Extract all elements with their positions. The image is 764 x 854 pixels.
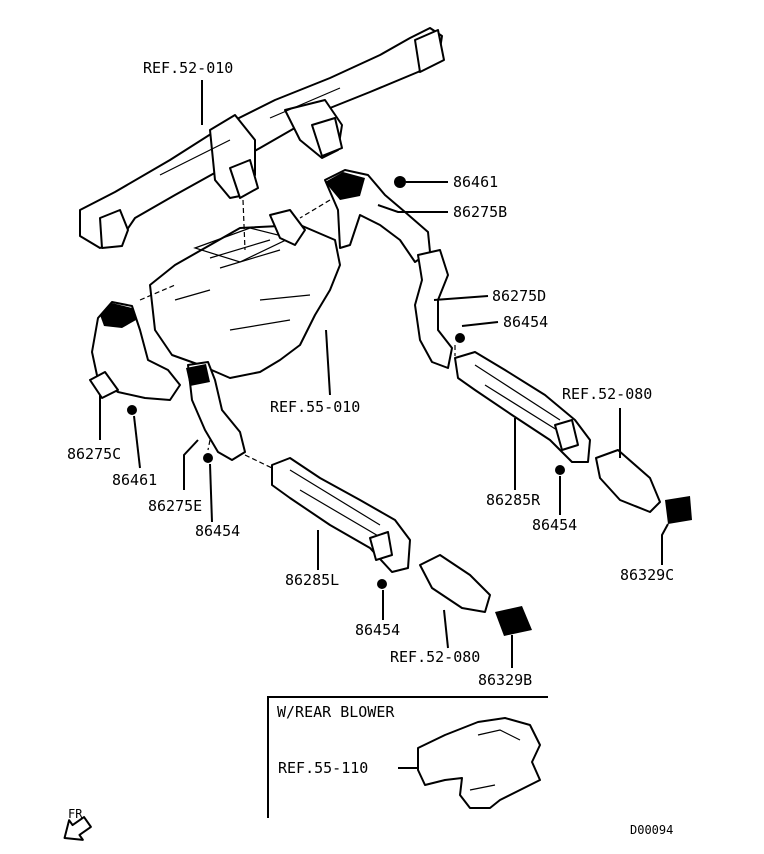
part-labels: REF.52-010 86461 86275B 86275D 86454 REF… <box>67 59 674 689</box>
screw-86461-top <box>394 176 406 188</box>
label-86454-right-upper: 86454 <box>503 313 548 331</box>
screw-86461-left <box>127 405 137 415</box>
label-86285R: 86285R <box>486 491 541 509</box>
connection-lines <box>139 199 456 469</box>
label-86461-top: 86461 <box>453 173 498 191</box>
main-dash-duct <box>79 27 445 249</box>
label-86285L: 86285L <box>285 571 339 589</box>
screw-86454-bottom <box>377 579 387 589</box>
label-86454-bottom: 86454 <box>355 621 400 639</box>
leader-lines <box>99 80 669 668</box>
duct-ref-52-080-right <box>595 449 661 513</box>
front-label: FR <box>68 807 83 821</box>
diagram-code: D00094 <box>630 823 673 837</box>
label-86329C: 86329C <box>620 566 674 584</box>
duct-86275C <box>89 301 181 401</box>
inset-title: W/REAR BLOWER <box>277 703 395 721</box>
screw-86454-left <box>203 453 213 463</box>
label-86461-left: 86461 <box>112 471 157 489</box>
label-ref-55-010: REF.55-010 <box>270 398 360 416</box>
label-86454-right-lower: 86454 <box>532 516 577 534</box>
label-86329B: 86329B <box>478 671 532 689</box>
grille-86329B <box>495 606 532 636</box>
rear-blower-inset: W/REAR BLOWER REF.55-110 <box>267 696 548 818</box>
heater-unit <box>149 209 341 379</box>
label-ref-52-080-bottom: REF.52-080 <box>390 648 480 666</box>
screw-86454-right-upper <box>455 333 465 343</box>
duct-86275D <box>414 249 453 369</box>
duct-86275E <box>186 361 246 461</box>
duct-86275B <box>324 169 431 263</box>
front-direction-indicator: FR <box>63 807 92 841</box>
duct-86285L <box>271 457 411 573</box>
label-86275D: 86275D <box>492 287 546 305</box>
screw-86454-right-lower <box>555 465 565 475</box>
grille-86329C <box>665 496 692 524</box>
duct-ref-52-080-bottom <box>419 554 491 613</box>
label-86275C: 86275C <box>67 445 121 463</box>
label-ref-52-080-right: REF.52-080 <box>562 385 652 403</box>
duct-86285R <box>454 351 591 463</box>
label-86275E: 86275E <box>148 497 202 515</box>
label-86275B: 86275B <box>453 203 507 221</box>
front-arrow-icon <box>63 816 92 841</box>
label-ref-52-010: REF.52-010 <box>143 59 233 77</box>
label-ref-55-110: REF.55-110 <box>278 759 368 777</box>
label-86454-left: 86454 <box>195 522 240 540</box>
